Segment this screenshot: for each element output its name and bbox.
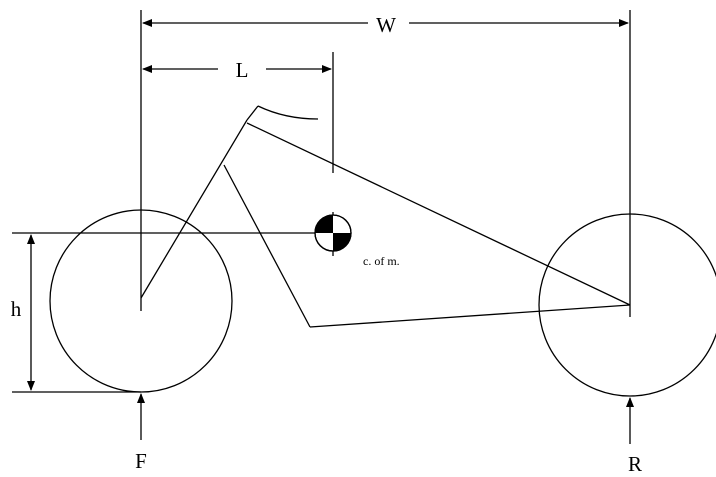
chain-stay <box>309 304 631 328</box>
cg-height-label: h <box>11 297 22 321</box>
fork <box>140 119 248 299</box>
front-reaction-label: F <box>135 449 147 473</box>
top-tube <box>246 122 631 306</box>
cg-distance-label: L <box>236 58 249 82</box>
handlebar-stem <box>246 105 259 121</box>
bicycle-frame <box>140 105 631 328</box>
rear-reaction-label: R <box>628 452 642 476</box>
center-of-mass-symbol <box>314 214 352 252</box>
handlebar <box>257 105 319 120</box>
center-of-mass-label: c. of m. <box>363 254 400 268</box>
wheelbase-label: W <box>376 13 396 37</box>
down-tube <box>223 164 311 328</box>
